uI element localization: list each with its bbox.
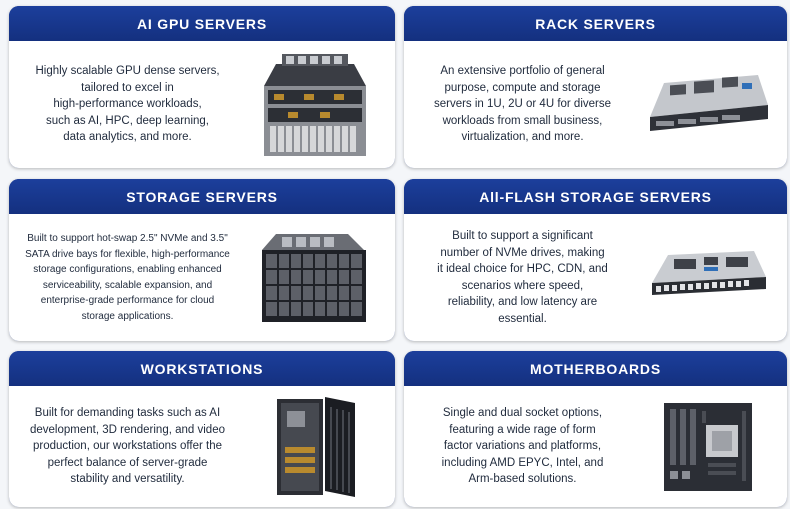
description-line: production, our workstations offer the (32, 440, 222, 453)
description-line: Arm-based solutions. (468, 473, 577, 486)
card-title[interactable]: All-FLASH STORAGE SERVERS (404, 179, 787, 214)
description-line: purpose, compute and storage (444, 81, 601, 94)
description-line: perfect balance of server-grade (47, 456, 208, 469)
card-description: Single and dual socket options, featurin… (404, 386, 639, 507)
description-line: virtualization, and more. (461, 131, 584, 144)
description-line: including AMD EPYC, Intel, and (441, 456, 604, 469)
description-line: Built to support a significant (452, 230, 593, 242)
card-workstations[interactable]: WORKSTATIONS Built for demanding tasks s… (9, 351, 395, 507)
card-description: An extensive portfolio of general purpos… (404, 41, 639, 168)
description-line: development, 3D rendering, and video (30, 423, 225, 436)
card-ai-gpu-servers[interactable]: AI GPU SERVERS Highly scalable GPU dense… (9, 6, 395, 168)
card-body: Highly scalable GPU dense servers, tailo… (9, 41, 395, 168)
card-body: Built to support hot-swap 2.5" NVMe and … (9, 214, 395, 341)
description-line: storage configurations, enabling enhance… (33, 264, 222, 275)
card-body: Built for demanding tasks such as AI dev… (9, 386, 395, 507)
description-line: data analytics, and more. (63, 131, 192, 144)
description-line: enterprise-grade performance for cloud (40, 295, 215, 306)
description-line: storage applications. (81, 310, 174, 322)
description-line: tailored to excel in (81, 81, 174, 94)
card-title[interactable]: RACK SERVERS (404, 6, 787, 41)
flash-storage-server-image[interactable] (639, 214, 787, 341)
description-line: SATA drive bays for flexible, high-perfo… (25, 248, 230, 260)
description-line: servers in 1U, 2U or 4U for diverse (433, 98, 612, 111)
workstation-image[interactable] (244, 386, 395, 507)
card-description: Built to support hot-swap 2.5" NVMe and … (9, 214, 244, 341)
description-line: essential. (498, 312, 547, 325)
storage-server-image[interactable] (244, 214, 395, 341)
description-line: factor variations and platforms, (443, 440, 602, 453)
card-motherboards[interactable]: MOTHERBOARDS Single and dual socket opti… (404, 351, 787, 507)
description-line: Single and dual socket options, (442, 407, 603, 420)
description-line: stability and versatility. (70, 473, 185, 486)
description-line: Built to support hot-swap 2.5" NVMe and … (27, 233, 228, 244)
card-body: Built to support a significant number of… (404, 214, 787, 341)
rack-server-image[interactable] (639, 41, 787, 168)
card-description: Highly scalable GPU dense servers, tailo… (9, 41, 244, 168)
description-line: high-performance workloads, (53, 98, 202, 111)
description-line: Built for demanding tasks such as AI (34, 407, 221, 420)
card-description: Built for demanding tasks such as AI dev… (9, 386, 244, 507)
card-rack-servers[interactable]: RACK SERVERS An extensive portfolio of g… (404, 6, 787, 168)
description-line: such as AI, HPC, deep learning, (45, 114, 209, 127)
gpu-server-image[interactable] (244, 41, 395, 168)
card-title[interactable]: AI GPU SERVERS (9, 6, 395, 41)
card-title[interactable]: WORKSTATIONS (9, 351, 395, 386)
card-title[interactable]: MOTHERBOARDS (404, 351, 787, 386)
description-line: number of NVMe drives, making (440, 246, 605, 259)
description-line: it ideal choice for HPC, CDN, and (437, 263, 608, 275)
card-all-flash-storage-servers[interactable]: All-FLASH STORAGE SERVERS Built to suppo… (404, 179, 787, 341)
description-line: workloads from small business, (442, 114, 603, 127)
description-line: serviceability, scalable expansion, and (42, 279, 213, 291)
description-line: reliability, and low latency are (447, 296, 598, 308)
description-line: scenarios where speed, (461, 279, 584, 292)
card-body: An extensive portfolio of general purpos… (404, 41, 787, 168)
description-line: Highly scalable GPU dense servers, (35, 65, 220, 78)
card-body: Single and dual socket options, featurin… (404, 386, 787, 507)
card-description: Built to support a significant number of… (404, 214, 639, 341)
description-line: featuring a wide rage of form (449, 423, 596, 436)
motherboard-image[interactable] (639, 386, 787, 507)
description-line: An extensive portfolio of general (440, 65, 605, 78)
card-storage-servers[interactable]: STORAGE SERVERS Built to support hot-swa… (9, 179, 395, 341)
card-title[interactable]: STORAGE SERVERS (9, 179, 395, 214)
